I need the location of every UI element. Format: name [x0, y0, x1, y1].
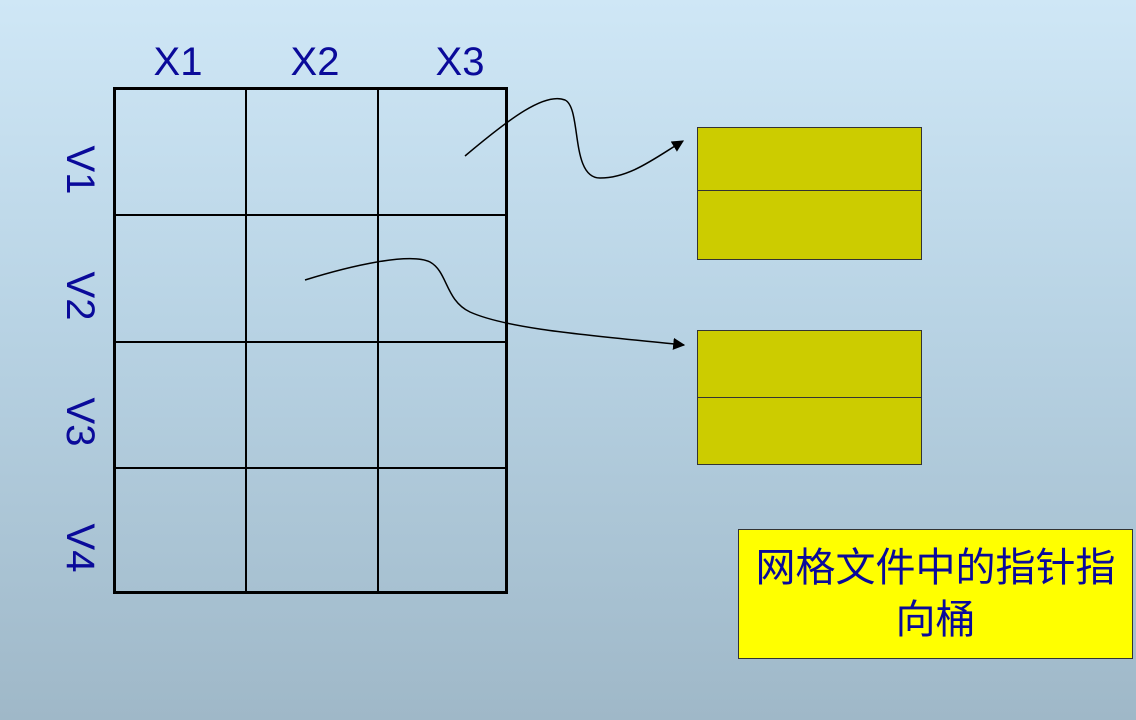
bucket-slot-divider: [698, 190, 921, 191]
row-label-v1: V1: [58, 145, 102, 195]
row-label-v3: V3: [58, 397, 102, 447]
bucket-slot-divider: [698, 397, 921, 398]
caption-box: 网格文件中的指针指向桶: [738, 529, 1133, 659]
grid-column-divider: [245, 90, 247, 591]
row-label-v4: V4: [58, 523, 102, 573]
column-label-x1: X1: [153, 40, 203, 84]
column-label-x2: X2: [290, 40, 340, 84]
bucket-2: [697, 330, 922, 465]
bucket-1: [697, 127, 922, 260]
grid-row-divider: [116, 467, 505, 469]
caption-text: 网格文件中的指针指向桶: [755, 545, 1116, 643]
grid-row-divider: [116, 341, 505, 343]
grid-row-divider: [116, 214, 505, 216]
grid-directory: [113, 87, 508, 594]
column-label-x3: X3: [435, 40, 485, 84]
row-label-v2: V2: [58, 271, 102, 321]
